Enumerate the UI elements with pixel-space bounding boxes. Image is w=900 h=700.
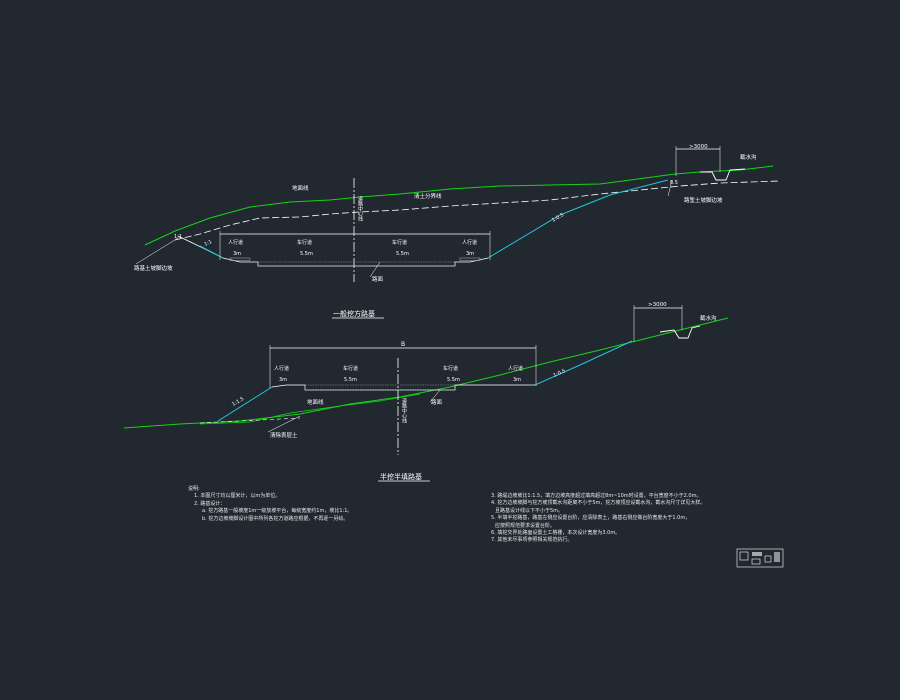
lane-width: 3m <box>466 251 474 257</box>
slope-right-label: 1:0.5 <box>551 212 565 224</box>
roadbed-top <box>271 384 535 391</box>
intercept-ditch <box>659 325 701 339</box>
lane-width: 3m <box>279 377 287 383</box>
ditch-label: 截水沟 <box>700 314 717 322</box>
section2-title: 半挖半填路基 <box>380 472 422 481</box>
lane-width: 5.5m <box>396 251 409 257</box>
note-line: 1. 本图尺寸均以厘米计，以m为单位。 <box>194 493 281 500</box>
note-line: 应按照规范要求设置台阶。 <box>495 522 556 529</box>
sidewalk-left <box>229 257 251 261</box>
note-line: 且路基设计线以下不小于5m。 <box>495 507 564 514</box>
lane-name: 车行道 <box>443 365 458 372</box>
lane-name: 人行道 <box>462 239 477 246</box>
slope-platform-label: 1:1 <box>174 234 182 240</box>
road-pavement <box>257 261 456 267</box>
right-cut-slope <box>534 340 633 386</box>
ground-line <box>144 165 774 246</box>
left-edge-label: 路基土坡脚边坡 <box>134 264 173 272</box>
lane-name: 车行道 <box>343 365 358 372</box>
soil-boundary-line <box>174 180 781 241</box>
note-line: 4. 挖方边坡坡脚与挖方坡顶截水沟距离不小于5m，挖方坡顶应设截水沟，截水沟尺寸… <box>491 500 706 507</box>
leader-line <box>369 261 381 278</box>
lane-name: 人行道 <box>274 365 289 372</box>
ditch-label: 截水沟 <box>740 153 757 161</box>
fill-label: 清除表层土 <box>270 431 298 439</box>
top-width-label: >3000 <box>689 144 708 150</box>
leader-line <box>667 179 673 197</box>
roadbed-top <box>222 257 489 267</box>
lane-width: 5.5m <box>300 251 313 257</box>
cleared-soil-line <box>199 393 421 425</box>
lane-width: 5.5m <box>344 377 357 383</box>
note-line: 2. 路基设计： <box>194 500 226 507</box>
lane-name: 人行道 <box>508 365 523 372</box>
section1-title: 一般挖方路基 <box>333 309 375 318</box>
lane-width: 5.5m <box>447 377 460 383</box>
left-slope-cyan <box>199 245 224 259</box>
right-edge-label: 路堑土坡脚边坡 <box>684 196 723 204</box>
centerline-label: 道路中心线 <box>401 397 407 423</box>
stamp-icon <box>736 548 784 568</box>
leader-line <box>429 389 441 403</box>
fill-line-label: 清土分界线 <box>414 192 442 200</box>
intercept-ditch <box>700 168 746 181</box>
lane-name: 车行道 <box>392 239 407 246</box>
dim-b-label: B <box>401 341 405 348</box>
note-line: a. 挖方路基一般坡度1m一级放坡平台，每级宽度约1m，坡比1:1。 <box>202 508 353 515</box>
section-cut-diagram: 地面线 清土分界线 截水沟 >3000 路堑土坡脚边坡 路基土坡脚边坡 1:1 … <box>134 144 781 319</box>
note-line: 5. 半填半挖路基，路基左侧应设置台阶，应清除表土，路基右侧应做台阶宽度大于1.… <box>491 515 691 522</box>
centerline-label: 道路中心线 <box>357 195 363 221</box>
note-line: 3. 路堤边坡坡比1:1.5，填方边坡高度超过填高超过8m~10m时设置，平台宽… <box>491 493 702 499</box>
slope-right-label: 1:0.5 <box>552 368 566 379</box>
lane-name: 车行道 <box>297 239 312 246</box>
leader-line <box>135 237 179 265</box>
left-fill-slope <box>217 386 273 422</box>
slope-left-label: 1:1.5 <box>231 396 245 408</box>
notes-right: 3. 路堤边坡坡比1:1.5，填方边坡高度超过填高超过8m~10m时设置，平台宽… <box>491 493 705 545</box>
ground-line-label: 地面线 <box>292 184 309 192</box>
sidewalk-right <box>459 257 481 261</box>
note-line: b. 挖方边坡坡脚设计图中所列各挖方道路应根据，不再逐一另绘。 <box>202 515 349 522</box>
pavement-label: 路面 <box>372 275 384 283</box>
road-pavement <box>304 384 456 391</box>
lane-width: 3m <box>513 377 521 383</box>
notes-heading: 说明: <box>188 486 200 492</box>
leader-line <box>267 415 301 433</box>
section-half-cut-diagram: B >3000 截水沟 地面线 清除表层土 1:1.5 1:0.5 路面 半挖半… <box>123 302 729 482</box>
ground-line <box>123 317 729 429</box>
note-line: 6. 填挖交界处路面设置土工格栅，本次设计宽度为3.0m。 <box>491 529 621 536</box>
ground-line-label: 地面线 <box>307 398 324 406</box>
fill-dash-line <box>199 417 301 424</box>
lane-name: 人行道 <box>228 239 243 246</box>
top-width-label: >3000 <box>648 302 667 308</box>
lane-width: 3m <box>233 251 241 257</box>
pavement-label: 路面 <box>431 398 443 406</box>
note-line: 7. 其他未尽事项参照相关规范执行。 <box>491 537 573 544</box>
slope-left-label: 1:1 <box>203 239 213 248</box>
elevation-label: 0.5 <box>670 180 678 186</box>
notes-left: 说明: 1. 本图尺寸均以厘米计，以m为单位。 2. 路基设计： a. 挖方路基… <box>188 486 352 523</box>
right-cut-slope <box>487 179 669 259</box>
